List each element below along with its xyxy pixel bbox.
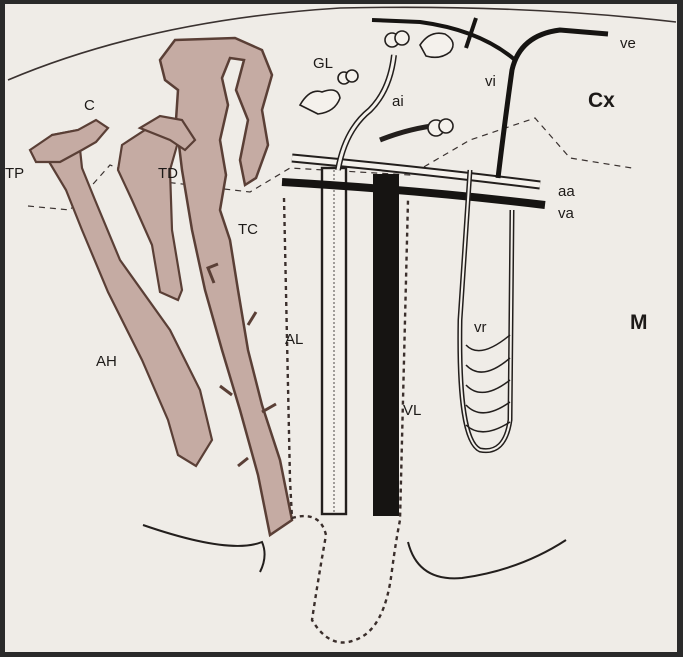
vasa-recta-arc	[466, 422, 510, 432]
label-aa: aa	[558, 184, 575, 199]
vein-vl	[374, 175, 398, 515]
tubule-branch	[220, 386, 232, 395]
label-tc: TC	[238, 222, 258, 237]
label-cortex: Cx	[588, 90, 615, 111]
vasa-recta-inner	[460, 170, 512, 451]
label-vi: vi	[485, 74, 496, 89]
cortex-outline	[8, 7, 676, 80]
label-ah: AH	[96, 354, 117, 369]
papilla-outline-right	[408, 540, 566, 578]
label-ve: ve	[620, 36, 636, 51]
vasa-recta-arc	[466, 335, 510, 351]
label-va: va	[558, 206, 574, 221]
label-tp: TP	[5, 166, 24, 181]
vasa-recta-arc	[466, 380, 510, 392]
tubule-branch	[248, 312, 256, 325]
label-medulla: M	[630, 312, 648, 333]
glomerulus-gl	[300, 70, 358, 114]
glomerulus-mid	[428, 119, 453, 136]
label-gl: GL	[313, 56, 333, 71]
label-td: TD	[158, 166, 178, 181]
label-ai: ai	[392, 94, 404, 109]
label-vr: vr	[474, 320, 487, 335]
glomerulus-top	[385, 31, 453, 57]
label-vl: VL	[403, 403, 421, 418]
label-c: C	[84, 98, 95, 113]
tubule-branch	[238, 458, 248, 466]
papilla-outline	[143, 525, 265, 572]
vasa-recta-arc	[466, 402, 510, 413]
tubule-tp-head	[30, 120, 108, 162]
label-al: AL	[285, 332, 303, 347]
vasa-recta-arc	[466, 358, 510, 372]
